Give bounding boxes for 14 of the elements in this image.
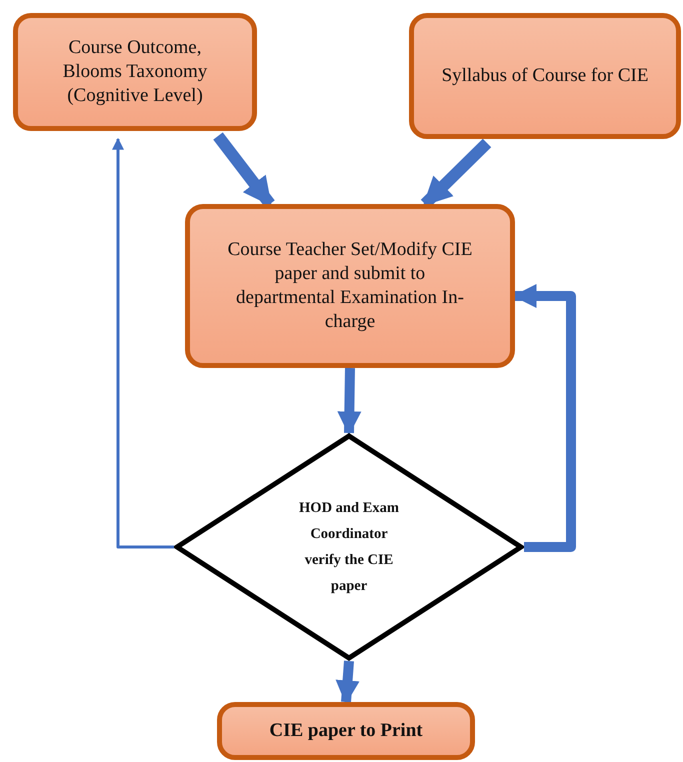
process-box	[13, 13, 257, 131]
node-text: Syllabus of Course for CIE	[440, 64, 650, 88]
arrow	[112, 138, 174, 548]
arrow	[512, 284, 576, 552]
process-box	[409, 13, 681, 139]
arrow	[337, 368, 362, 436]
process-box	[217, 702, 475, 760]
node-text: Course Teacher Set/Modify CIE paper and submit to departmental Examination In-charge	[226, 238, 474, 334]
decision-diamond	[174, 433, 524, 661]
node-text: CIE paper to Print	[268, 719, 424, 743]
node-text: HOD and Exam Coordinator verify the CIE paper	[298, 499, 400, 596]
node-text: Course Outcome, Blooms Taxonomy (Cognitive Level)	[62, 36, 208, 108]
arrow	[336, 660, 360, 704]
process-box	[185, 204, 515, 368]
